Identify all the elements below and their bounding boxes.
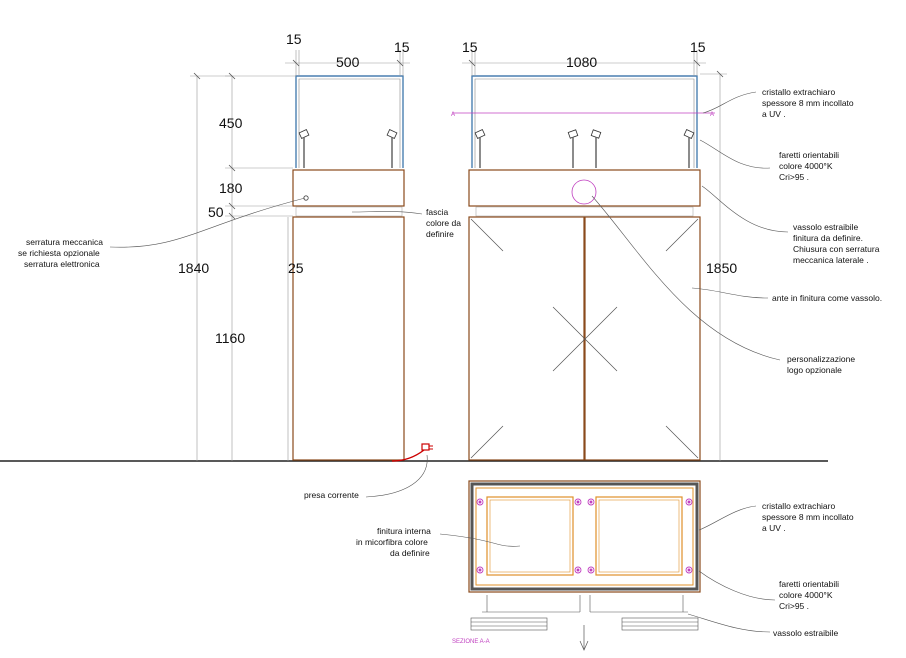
svg-text:da definire: da definire: [390, 548, 430, 558]
dim-tray-height: 180: [219, 180, 243, 196]
svg-text:Cri>95 .: Cri>95 .: [779, 601, 809, 611]
svg-text:in micorfibra colore: in micorfibra colore: [356, 537, 428, 547]
svg-text:colore 4000°K: colore 4000°K: [779, 161, 833, 171]
dim-right-gap-left: 15: [462, 39, 478, 55]
svg-text:spessore 8 mm incollato: spessore 8 mm incollato: [762, 98, 854, 108]
svg-text:Cri>95 .: Cri>95 .: [779, 172, 809, 182]
front-spotlight-3: [590, 129, 602, 168]
front-glass-case: [471, 75, 698, 168]
svg-text:finitura da definire.: finitura da definire.: [793, 233, 863, 243]
svg-text:faretti orientabili: faretti orientabili: [779, 150, 839, 160]
note-lock: serratura meccanica se richiesta opziona…: [18, 237, 103, 269]
svg-text:logo opzionale: logo opzionale: [787, 365, 842, 375]
note-glass-top: cristallo extrachiaro spessore 8 mm inco…: [762, 87, 854, 119]
plan-tray-base: [470, 595, 699, 631]
section-label: SEZIONE A-A: [452, 639, 490, 645]
door-hinge-marks: [470, 218, 699, 459]
front-elevation: A A: [451, 75, 715, 461]
front-spotlight-1: [474, 129, 486, 168]
svg-text:fascia: fascia: [426, 207, 448, 217]
dim-glass-height: 450: [219, 115, 243, 131]
note-tray: vassolo estraibile finitura da definire.…: [793, 222, 880, 265]
front-door-left: [468, 216, 585, 461]
svg-text:presa corrente: presa corrente: [304, 490, 359, 500]
leader-lines: [109, 91, 789, 633]
logo-circle: [571, 179, 597, 205]
power-plug-icon: [391, 443, 433, 462]
svg-text:vassolo estraibile: vassolo estraibile: [773, 628, 838, 638]
svg-text:serratura elettronica: serratura elettronica: [24, 259, 100, 269]
side-dimension-lines: [190, 50, 410, 461]
front-spotlight-2: [567, 129, 579, 168]
svg-text:a UV .: a UV .: [762, 523, 786, 533]
plan-compartment-left: [486, 496, 574, 576]
dim-right-width: 1080: [566, 54, 597, 70]
front-tray: [468, 169, 701, 207]
dim-left-width: 500: [336, 54, 360, 70]
svg-text:a UV .: a UV .: [762, 109, 786, 119]
note-interior: finitura interna in micorfibra colore da…: [356, 526, 431, 558]
section-mark-right: A: [710, 112, 714, 118]
note-strip: fascia colore da definire: [426, 207, 461, 239]
side-spotlight-right: [386, 129, 398, 168]
side-spotlight-left: [298, 129, 310, 168]
side-glass-case: [295, 75, 404, 168]
svg-text:ante in finitura come vassolo.: ante in finitura come vassolo.: [772, 293, 882, 303]
plan-spotlight-icons: [476, 498, 693, 574]
note-tray-plan: vassolo estraibile: [773, 628, 838, 638]
side-tray: [292, 169, 405, 207]
plan-glass: [470, 482, 699, 591]
dim-right-gap-right: 15: [690, 39, 706, 55]
svg-text:finitura interna: finitura interna: [377, 526, 431, 536]
dim-left-gap-right: 15: [394, 39, 410, 55]
plan-section: SEZIONE A-A: [452, 480, 701, 651]
plan-outer: [468, 480, 701, 593]
front-strip: [475, 206, 694, 217]
svg-text:se richiesta opzionale: se richiesta opzionale: [18, 248, 100, 258]
dim-total-right: 1850: [706, 260, 737, 276]
note-spot-top: faretti orientabili colore 4000°K Cri>95…: [779, 150, 839, 182]
svg-text:definire: definire: [426, 229, 454, 239]
dim-total-left: 1840: [178, 260, 209, 276]
side-base: [292, 216, 405, 461]
note-spot-plan: faretti orientabili colore 4000°K Cri>95…: [779, 579, 839, 611]
svg-text:meccanica laterale .: meccanica laterale .: [793, 255, 869, 265]
note-socket: presa corrente: [304, 490, 359, 500]
section-mark-left: A: [451, 112, 455, 118]
svg-text:faretti orientabili: faretti orientabili: [779, 579, 839, 589]
svg-text:personalizzazione: personalizzazione: [787, 354, 855, 364]
front-dimension-ticks: [468, 59, 724, 78]
front-spotlight-4: [683, 129, 695, 168]
svg-text:Chiusura con serratura: Chiusura con serratura: [793, 244, 880, 254]
front-dimension-lines: [462, 50, 727, 461]
dim-strip-height: 50: [208, 204, 224, 220]
front-door-right: [584, 216, 701, 461]
dim-left-gap-left: 15: [286, 31, 302, 47]
side-elevation: [292, 75, 433, 462]
side-strip: [295, 206, 403, 217]
svg-text:colore da: colore da: [426, 218, 461, 228]
svg-text:spessore 8 mm incollato: spessore 8 mm incollato: [762, 512, 854, 522]
svg-text:vassolo estraibile: vassolo estraibile: [793, 222, 858, 232]
dim-base-height: 1160: [215, 330, 245, 346]
note-doors: ante in finitura come vassolo.: [772, 293, 882, 303]
svg-text:cristallo extrachiaro: cristallo extrachiaro: [762, 501, 835, 511]
note-glass-plan: cristallo extrachiaro spessore 8 mm inco…: [762, 501, 854, 533]
side-dimension-ticks: [193, 59, 404, 220]
svg-text:cristallo extrachiaro: cristallo extrachiaro: [762, 87, 835, 97]
svg-text:serratura meccanica: serratura meccanica: [26, 237, 103, 247]
svg-text:colore 4000°K: colore 4000°K: [779, 590, 833, 600]
dim-plinth: 25: [288, 260, 304, 276]
plan-compartment-right: [595, 496, 683, 576]
note-logo: personalizzazione logo opzionale: [787, 354, 855, 375]
